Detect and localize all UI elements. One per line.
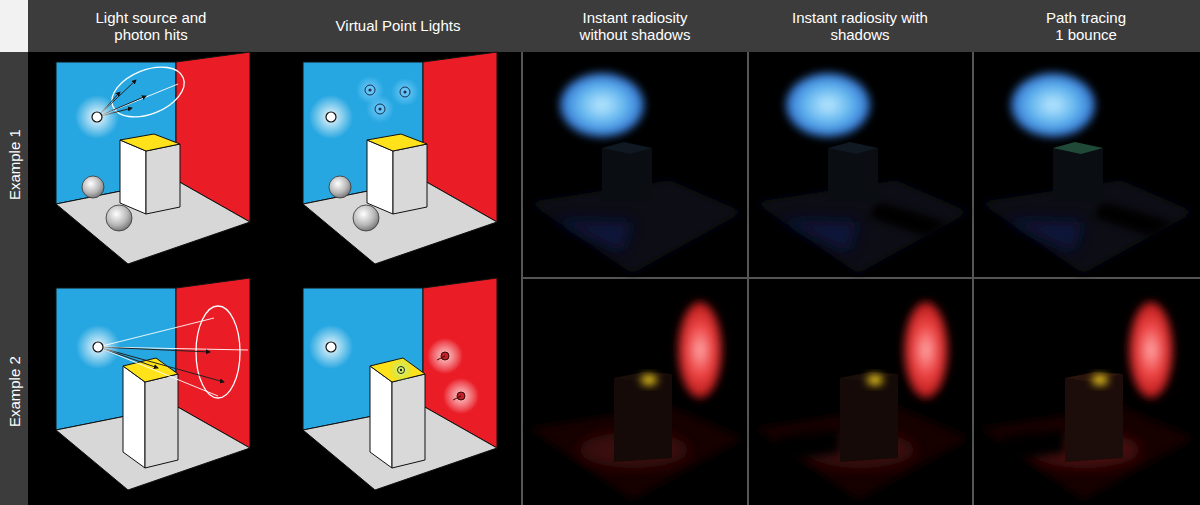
column-header: Instant radiosity without shadows (565, 9, 705, 44)
render-image (528, 73, 744, 274)
column-header: Light source and photon hits (81, 9, 221, 44)
render-image (754, 73, 970, 274)
column-header: Instant radiosity with shadows (790, 9, 930, 44)
render-image (979, 302, 1195, 500)
row-label: Example 2 (5, 357, 22, 428)
column-header: Virtual Point Lights (303, 17, 493, 34)
scene-diagram (56, 52, 250, 264)
render-image (979, 73, 1195, 274)
row-label: Example 1 (5, 130, 22, 201)
render-image (754, 302, 970, 500)
column-header: Path tracing 1 bounce (1043, 9, 1129, 44)
panel-separators (522, 52, 1200, 505)
scene-diagram (56, 278, 250, 490)
vpl-diagram (303, 52, 497, 264)
vpl-diagram (303, 278, 497, 490)
render-image (528, 302, 744, 500)
